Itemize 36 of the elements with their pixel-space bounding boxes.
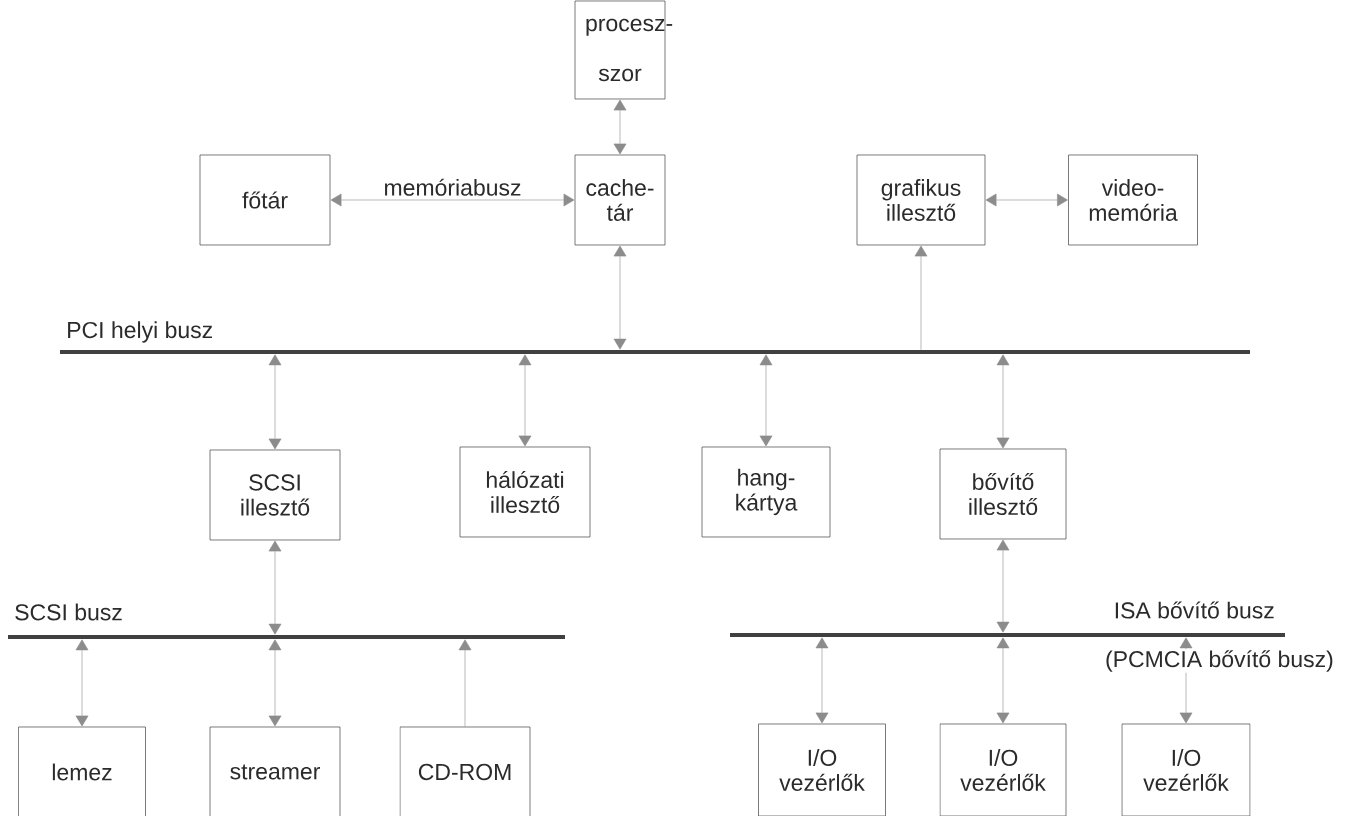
arrow xyxy=(996,637,1010,724)
edge-label: memóriabusz xyxy=(382,177,523,197)
arrow xyxy=(330,193,575,207)
component-box: főtár xyxy=(199,154,331,246)
component-box: video- memória xyxy=(1068,154,1198,246)
arrow xyxy=(458,639,472,727)
component-box: cache- tár xyxy=(574,154,666,246)
arrow xyxy=(268,354,282,450)
bus-label: PCI helyi busz xyxy=(68,321,213,343)
arrow xyxy=(914,245,928,351)
arrow xyxy=(996,539,1010,633)
component-box: lemez xyxy=(18,726,146,816)
bus-label: (PCMCIA bővítő busz) xyxy=(1104,649,1335,673)
bus-label: SCSI busz xyxy=(15,603,122,621)
component-box: hang- kártya xyxy=(701,446,831,538)
arrow xyxy=(268,639,282,727)
component-box: I/O vezérlők xyxy=(939,723,1067,816)
arrow xyxy=(518,354,532,447)
arrow xyxy=(815,637,829,724)
arrow xyxy=(75,639,89,727)
component-box: CD-ROM xyxy=(399,726,531,816)
component-box: grafikus illesztő xyxy=(856,154,986,246)
arrow xyxy=(985,193,1068,207)
arrow xyxy=(613,99,627,155)
arrow xyxy=(759,354,773,447)
component-box: procesz- szor xyxy=(574,0,673,100)
bus-label: ISA bővítő busz xyxy=(1115,601,1274,619)
component-box: streamer xyxy=(209,726,341,816)
component-box: I/O vezérlők xyxy=(1121,723,1251,816)
arrow xyxy=(613,245,627,350)
component-box: hálózati illesztő xyxy=(459,446,591,538)
component-box: I/O vezérlők xyxy=(758,723,886,816)
component-box: bővítő illesztő xyxy=(939,448,1067,540)
arrow xyxy=(268,540,282,635)
arrow xyxy=(996,354,1010,449)
component-box: SCSI illesztő xyxy=(209,449,341,541)
